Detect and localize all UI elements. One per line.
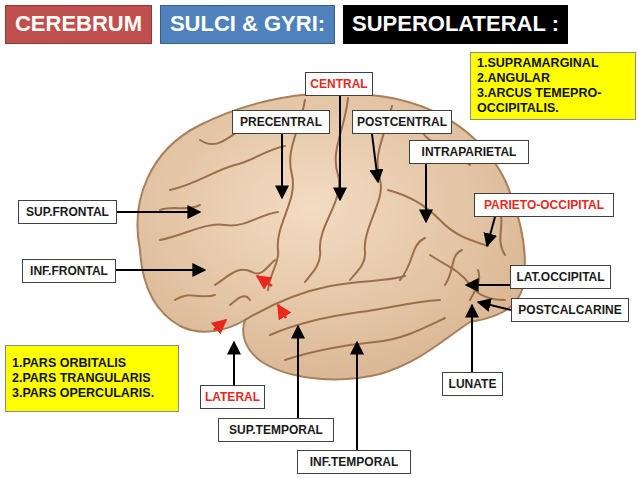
inferior-frontal-sulcus xyxy=(160,212,278,240)
title-text: CEREBRUM xyxy=(12,11,145,37)
sulcus-label: SUP.TEMPORAL xyxy=(218,418,334,442)
frontal-operculum xyxy=(215,260,275,285)
leader-line xyxy=(466,284,510,286)
sulcus-label: SUP.FRONTAL xyxy=(18,200,117,224)
sulcus-name: LAT.OCCIPITAL xyxy=(514,270,607,284)
sulcus-label: POSTCENTRAL xyxy=(352,110,452,134)
sulcus-name: INF.FRONTAL xyxy=(26,264,112,278)
leader-line xyxy=(117,211,200,213)
lateral-sulcus xyxy=(245,276,405,320)
sulcus-name: PRECENTRAL xyxy=(236,115,326,129)
leader-line xyxy=(487,217,495,246)
frontal-gyrus xyxy=(175,295,215,300)
list-item: 2.ANGULAR xyxy=(477,71,629,86)
leader-line xyxy=(356,342,358,450)
leader-line xyxy=(425,164,427,222)
leader-line xyxy=(281,134,283,198)
leader-line xyxy=(297,326,299,418)
sulcus-name: CENTRAL xyxy=(309,77,369,91)
pointer-arrow xyxy=(257,276,272,286)
title-box: CEREBRUM xyxy=(5,5,152,44)
list-item: 3.PARS OPERCULARIS. xyxy=(12,386,172,401)
sulcus-label: LUNATE xyxy=(442,372,503,396)
title-text: SULCI & GYRI: xyxy=(167,11,328,37)
inferior-temporal-sulcus xyxy=(285,318,445,360)
sulcus-name: POSTCENTRAL xyxy=(356,115,448,129)
leader-line xyxy=(471,305,473,372)
sulcus-name: SUP.FRONTAL xyxy=(22,205,113,219)
sulcus-name: INTRAPARIETAL xyxy=(413,145,525,159)
leader-line xyxy=(233,342,235,385)
pointer-arrow xyxy=(214,320,226,330)
sulcus-label: PRECENTRAL xyxy=(232,110,330,134)
lateral-occipital-sulcus xyxy=(430,255,505,300)
sulcus-name: LATERAL xyxy=(204,390,261,404)
sulcus-label: LATERAL xyxy=(200,385,265,409)
title-box: SULCI & GYRI: xyxy=(160,5,335,44)
angular-gyrus xyxy=(445,250,462,285)
sulcus-label: LAT.OCCIPITAL xyxy=(510,265,611,289)
superior-frontal-sulcus xyxy=(170,146,285,190)
superior-temporal-sulcus xyxy=(270,300,440,335)
leader-line xyxy=(339,96,341,200)
note-box: 1.PARS ORBITALIS2.PARS TRANGULARIS3.PARS… xyxy=(5,345,179,412)
note-box: 1.SUPRAMARGINAL2.ANGULAR3.ARCUS TEMEPRO-… xyxy=(470,52,636,120)
sulcus-name: POSTCALCARINE xyxy=(515,303,625,317)
list-item: 1.SUPRAMARGINAL xyxy=(477,56,629,71)
leader-line xyxy=(116,269,205,271)
leader-line xyxy=(372,134,378,182)
title-box: SUPEROLATERAL : xyxy=(343,5,568,44)
sulcus-name: INF.TEMPORAL xyxy=(301,455,407,469)
intraparietal-sulcus xyxy=(388,190,488,246)
brain-outline xyxy=(138,93,525,379)
sulcus-label: INF.TEMPORAL xyxy=(297,450,411,474)
red-pointers xyxy=(214,276,286,330)
supramarginal-gyrus xyxy=(400,238,425,280)
pointer-arrow xyxy=(278,305,286,318)
sulcus-label: INF.FRONTAL xyxy=(22,259,116,283)
title-text: SUPEROLATERAL : xyxy=(350,11,561,37)
leader-line xyxy=(478,302,511,310)
frontal-gyrus xyxy=(160,205,200,210)
sulcus-label: INTRAPARIETAL xyxy=(409,140,529,164)
sulcus-label: POSTCALCARINE xyxy=(511,298,629,322)
brain-gyri xyxy=(160,98,505,360)
sulcus-name: PARIETO-OCCIPITAL xyxy=(478,198,610,212)
sulcus-label: PARIETO-OCCIPITAL xyxy=(474,193,614,217)
list-item: 1.PARS ORBITALIS xyxy=(12,356,172,371)
list-item: 2.PARS TRANGULARIS xyxy=(12,371,172,386)
sulcus-name: LUNATE xyxy=(446,377,499,391)
sulcus-label: CENTRAL xyxy=(305,72,373,96)
pars-orbitalis-gyrus xyxy=(230,296,250,305)
sulcus-name: SUP.TEMPORAL xyxy=(222,423,330,437)
list-item: 3.ARCUS TEMEPRO- OCCIPITALIS. xyxy=(477,86,629,116)
